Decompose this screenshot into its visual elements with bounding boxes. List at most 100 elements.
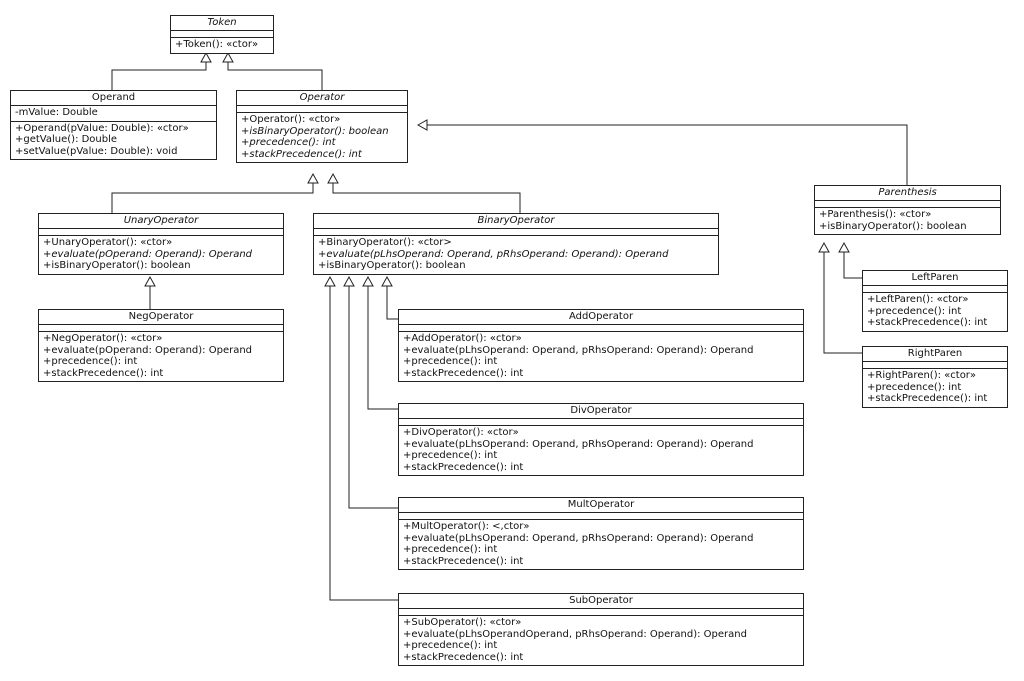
operations-compartment: +BinaryOperator(): «ctor>+evaluate(pLhsO…: [314, 236, 718, 274]
operation-row: +Token(): «ctor»: [175, 39, 259, 50]
operation-row: +precedence(): int: [403, 544, 498, 555]
operations-compartment: +Operand(pValue: Double): «ctor»+getValu…: [11, 122, 216, 160]
operations-compartment: +DivOperator(): «ctor»+evaluate(pLhsOper…: [399, 426, 803, 475]
class-binary-operator[interactable]: BinaryOperator +BinaryOperator(): «ctor>…: [313, 213, 719, 275]
generalization-arrowhead: [324, 275, 336, 287]
generalization-arrowhead: [200, 51, 212, 63]
operation-row: +Operator(): «ctor»: [241, 114, 341, 125]
operation-row: +evaluate(pLhsOperand: Operand, pRhsOper…: [403, 438, 754, 450]
operation-row: +stackPrecedence(): int: [403, 651, 524, 663]
class-operator[interactable]: Operator +Operator(): «ctor»+isBinaryOpe…: [236, 90, 408, 163]
class-name: SubOperator: [399, 594, 803, 609]
generalization-arrowhead: [416, 119, 428, 131]
operation-row: +stackPrecedence(): int: [867, 317, 988, 328]
operations-compartment: +Operator(): «ctor»+isBinaryOperator(): …: [237, 113, 407, 162]
operations-compartment: +RightParen(): «ctor»+precedence(): int+…: [863, 369, 1007, 407]
operation-row: +isBinaryOperator(): boolean: [819, 220, 967, 232]
operation-row: +stackPrecedence(): int: [43, 367, 164, 379]
attribute-row: -mValue: Double: [15, 107, 98, 118]
operation-row: +UnaryOperator(): «ctor»: [43, 237, 173, 248]
class-name: BinaryOperator: [314, 214, 718, 229]
attributes-compartment: [399, 325, 803, 332]
class-neg-operator[interactable]: NegOperator +NegOperator(): «ctor»+evalu…: [38, 309, 284, 382]
operation-row: +evaluate(pLhsOperandOperand, pRhsOperan…: [403, 628, 747, 640]
class-name: LeftParen: [863, 271, 1007, 286]
attributes-compartment: [39, 229, 283, 236]
attributes-compartment: [237, 106, 407, 113]
operation-row: +NegOperator(): «ctor»: [43, 333, 163, 344]
edge-binary-operator: [332, 183, 521, 213]
class-mult-operator[interactable]: MultOperator +MultOperator(): <,ctor»+ev…: [398, 497, 804, 570]
class-unary-operator[interactable]: UnaryOperator +UnaryOperator(): «ctor»+e…: [38, 213, 284, 275]
edge-leftparen-parenthesis: [843, 252, 862, 279]
edge-operator-token: [227, 62, 323, 90]
class-sub-operator[interactable]: SubOperator +SubOperator(): «ctor»+evalu…: [398, 593, 804, 666]
operations-compartment: +MultOperator(): <,ctor»+evaluate(pLhsOp…: [399, 520, 803, 569]
class-name: RightParen: [863, 347, 1007, 362]
operations-compartment: +SubOperator(): «ctor»+evaluate(pLhsOper…: [399, 616, 803, 665]
attributes-compartment: -mValue: Double: [11, 106, 216, 122]
class-name: Operator: [237, 91, 407, 106]
attributes-compartment: [815, 201, 1000, 208]
operation-row: +stackPrecedence(): int: [403, 555, 524, 567]
attributes-compartment: [399, 609, 803, 616]
operation-row: +BinaryOperator(): «ctor>: [318, 237, 452, 248]
operation-row: +Parenthesis(): «ctor»: [819, 209, 932, 220]
operation-row: +precedence(): int: [403, 640, 498, 651]
operation-row: +LeftParen(): «ctor»: [867, 294, 969, 305]
operation-row: +stackPrecedence(): int: [403, 367, 524, 379]
operations-compartment: +NegOperator(): «ctor»+evaluate(pOperand…: [39, 332, 283, 381]
operation-row: +precedence(): int: [867, 305, 962, 317]
class-operand[interactable]: Operand -mValue: Double +Operand(pValue:…: [10, 90, 217, 160]
class-name: NegOperator: [39, 310, 283, 325]
class-name: DivOperator: [399, 404, 803, 419]
operation-row: +precedence(): int: [867, 381, 962, 393]
attributes-compartment: [314, 229, 718, 236]
generalization-arrowhead: [144, 275, 156, 287]
class-left-paren[interactable]: LeftParen +LeftParen(): «ctor»+precedenc…: [862, 270, 1008, 332]
operation-row: +setValue(pValue: Double): void: [15, 145, 178, 157]
class-token[interactable]: Token +Token(): «ctor»: [170, 15, 274, 54]
operation-row: +isBinaryOperator(): boolean: [43, 260, 191, 271]
operation-row: +precedence(): int: [403, 450, 498, 461]
generalization-arrowhead: [343, 275, 355, 287]
attributes-compartment: [863, 286, 1007, 293]
operations-compartment: +AddOperator(): «ctor»+evaluate(pLhsOper…: [399, 332, 803, 381]
generalization-arrowhead: [818, 241, 830, 253]
class-name: Parenthesis: [815, 186, 1000, 201]
operation-row: +precedence(): int: [43, 356, 138, 367]
edge-div-binary: [367, 286, 398, 410]
class-right-paren[interactable]: RightParen +RightParen(): «ctor»+precede…: [862, 346, 1008, 408]
operation-row: +stackPrecedence(): int: [241, 148, 362, 160]
generalization-arrowhead: [307, 172, 319, 184]
attributes-compartment: [39, 325, 283, 332]
operation-row: +SubOperator(): «ctor»: [403, 617, 522, 628]
operation-row: +Operand(pValue: Double): «ctor»: [15, 122, 189, 134]
operation-row: +precedence(): int: [241, 137, 336, 148]
operations-compartment: +LeftParen(): «ctor»+precedence(): int+s…: [863, 293, 1007, 331]
class-name: MultOperator: [399, 498, 803, 513]
operation-row: +getValue(): Double: [15, 134, 118, 145]
operation-row: +evaluate(pLhsOperand: Operand, pRhsOper…: [403, 532, 754, 544]
class-name: AddOperator: [399, 310, 803, 325]
operation-row: +stackPrecedence(): int: [867, 393, 988, 404]
operation-row: +stackPrecedence(): int: [403, 461, 524, 473]
operations-compartment: +Parenthesis(): «ctor»+isBinaryOperator(…: [815, 208, 1000, 234]
generalization-arrowhead: [222, 51, 234, 63]
attributes-compartment: [399, 419, 803, 426]
class-name: UnaryOperator: [39, 214, 283, 229]
attributes-compartment: [863, 362, 1007, 369]
operation-row: +MultOperator(): <,ctor»: [403, 521, 530, 532]
operation-row: +precedence(): int: [403, 356, 498, 367]
class-div-operator[interactable]: DivOperator +DivOperator(): «ctor»+evalu…: [398, 403, 804, 476]
class-name: Operand: [11, 91, 216, 106]
generalization-arrowhead: [362, 275, 374, 287]
class-add-operator[interactable]: AddOperator +AddOperator(): «ctor»+evalu…: [398, 309, 804, 382]
class-parenthesis[interactable]: Parenthesis +Parenthesis(): «ctor»+isBin…: [814, 185, 1001, 235]
operation-row: +isBinaryOperator(): boolean: [318, 260, 466, 271]
operation-row: +AddOperator(): «ctor»: [403, 333, 522, 344]
operations-compartment: +UnaryOperator(): «ctor»+evaluate(pOpera…: [39, 236, 283, 274]
generalization-arrowhead: [327, 172, 339, 184]
